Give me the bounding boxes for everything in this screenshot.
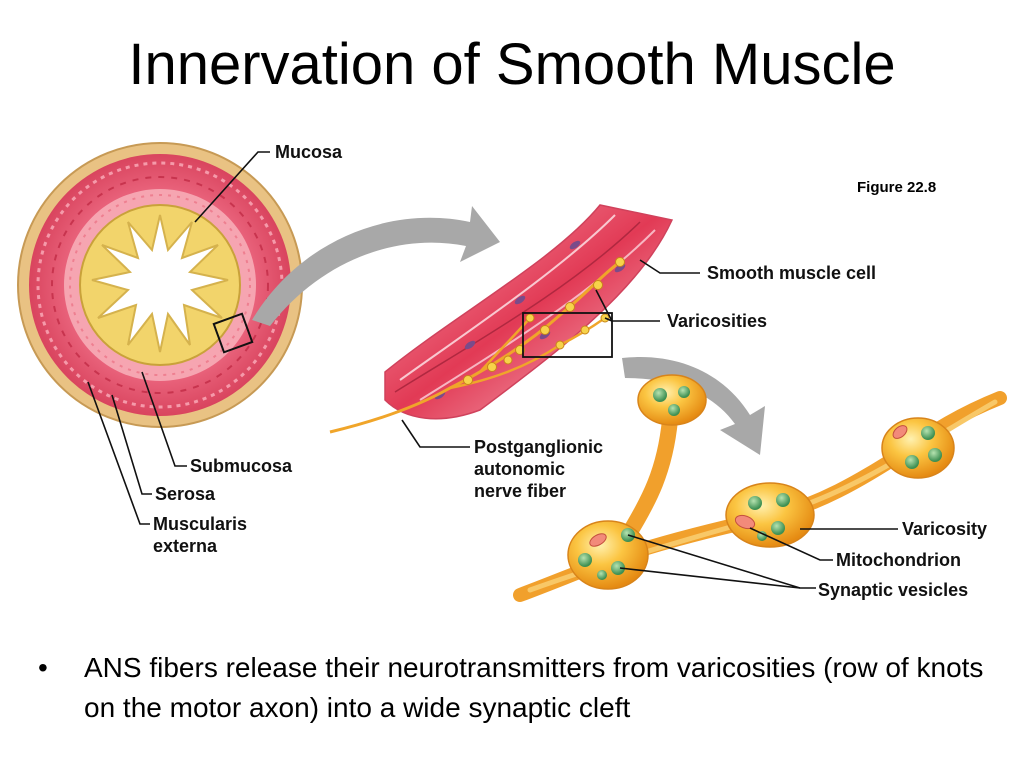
zoom-box-2 bbox=[522, 312, 613, 358]
mucosa-label: Mucosa bbox=[275, 142, 343, 162]
postganglionic-label-line1: Postganglionic bbox=[474, 437, 603, 457]
postganglionic-label-line3: nerve fiber bbox=[474, 481, 566, 501]
muscularis-label-line1: Muscularis bbox=[153, 514, 247, 534]
organ-cross-section bbox=[17, 142, 303, 428]
mitochondrion-label: Mitochondrion bbox=[836, 550, 961, 570]
bullet-symbol: • bbox=[38, 652, 48, 683]
magnify-arrow-1 bbox=[252, 206, 500, 326]
figure-reference: Figure 22.8 bbox=[857, 179, 936, 196]
submucosa-label: Submucosa bbox=[190, 456, 293, 476]
slide-title: Innervation of Smooth Muscle bbox=[128, 32, 896, 97]
bullet-text: ANS fibers release their neurotransmitte… bbox=[84, 652, 984, 723]
leader-lines bbox=[87, 151, 898, 589]
magnify-arrow-2 bbox=[622, 357, 765, 455]
smooth-muscle-cell-label: Smooth muscle cell bbox=[707, 263, 876, 283]
lumen bbox=[91, 214, 229, 353]
serosa-label: Serosa bbox=[155, 484, 216, 504]
synaptic-vesicles-label: Synaptic vesicles bbox=[818, 580, 968, 600]
postganglionic-label-line2: autonomic bbox=[474, 459, 565, 479]
smooth-muscle-band bbox=[329, 204, 674, 434]
varicosities-label: Varicosities bbox=[667, 311, 767, 331]
zoom-box-1 bbox=[212, 312, 254, 354]
magnified-varicosities bbox=[513, 374, 1007, 602]
varicosity-label: Varicosity bbox=[902, 519, 987, 539]
muscularis-label-line2: externa bbox=[153, 536, 218, 556]
